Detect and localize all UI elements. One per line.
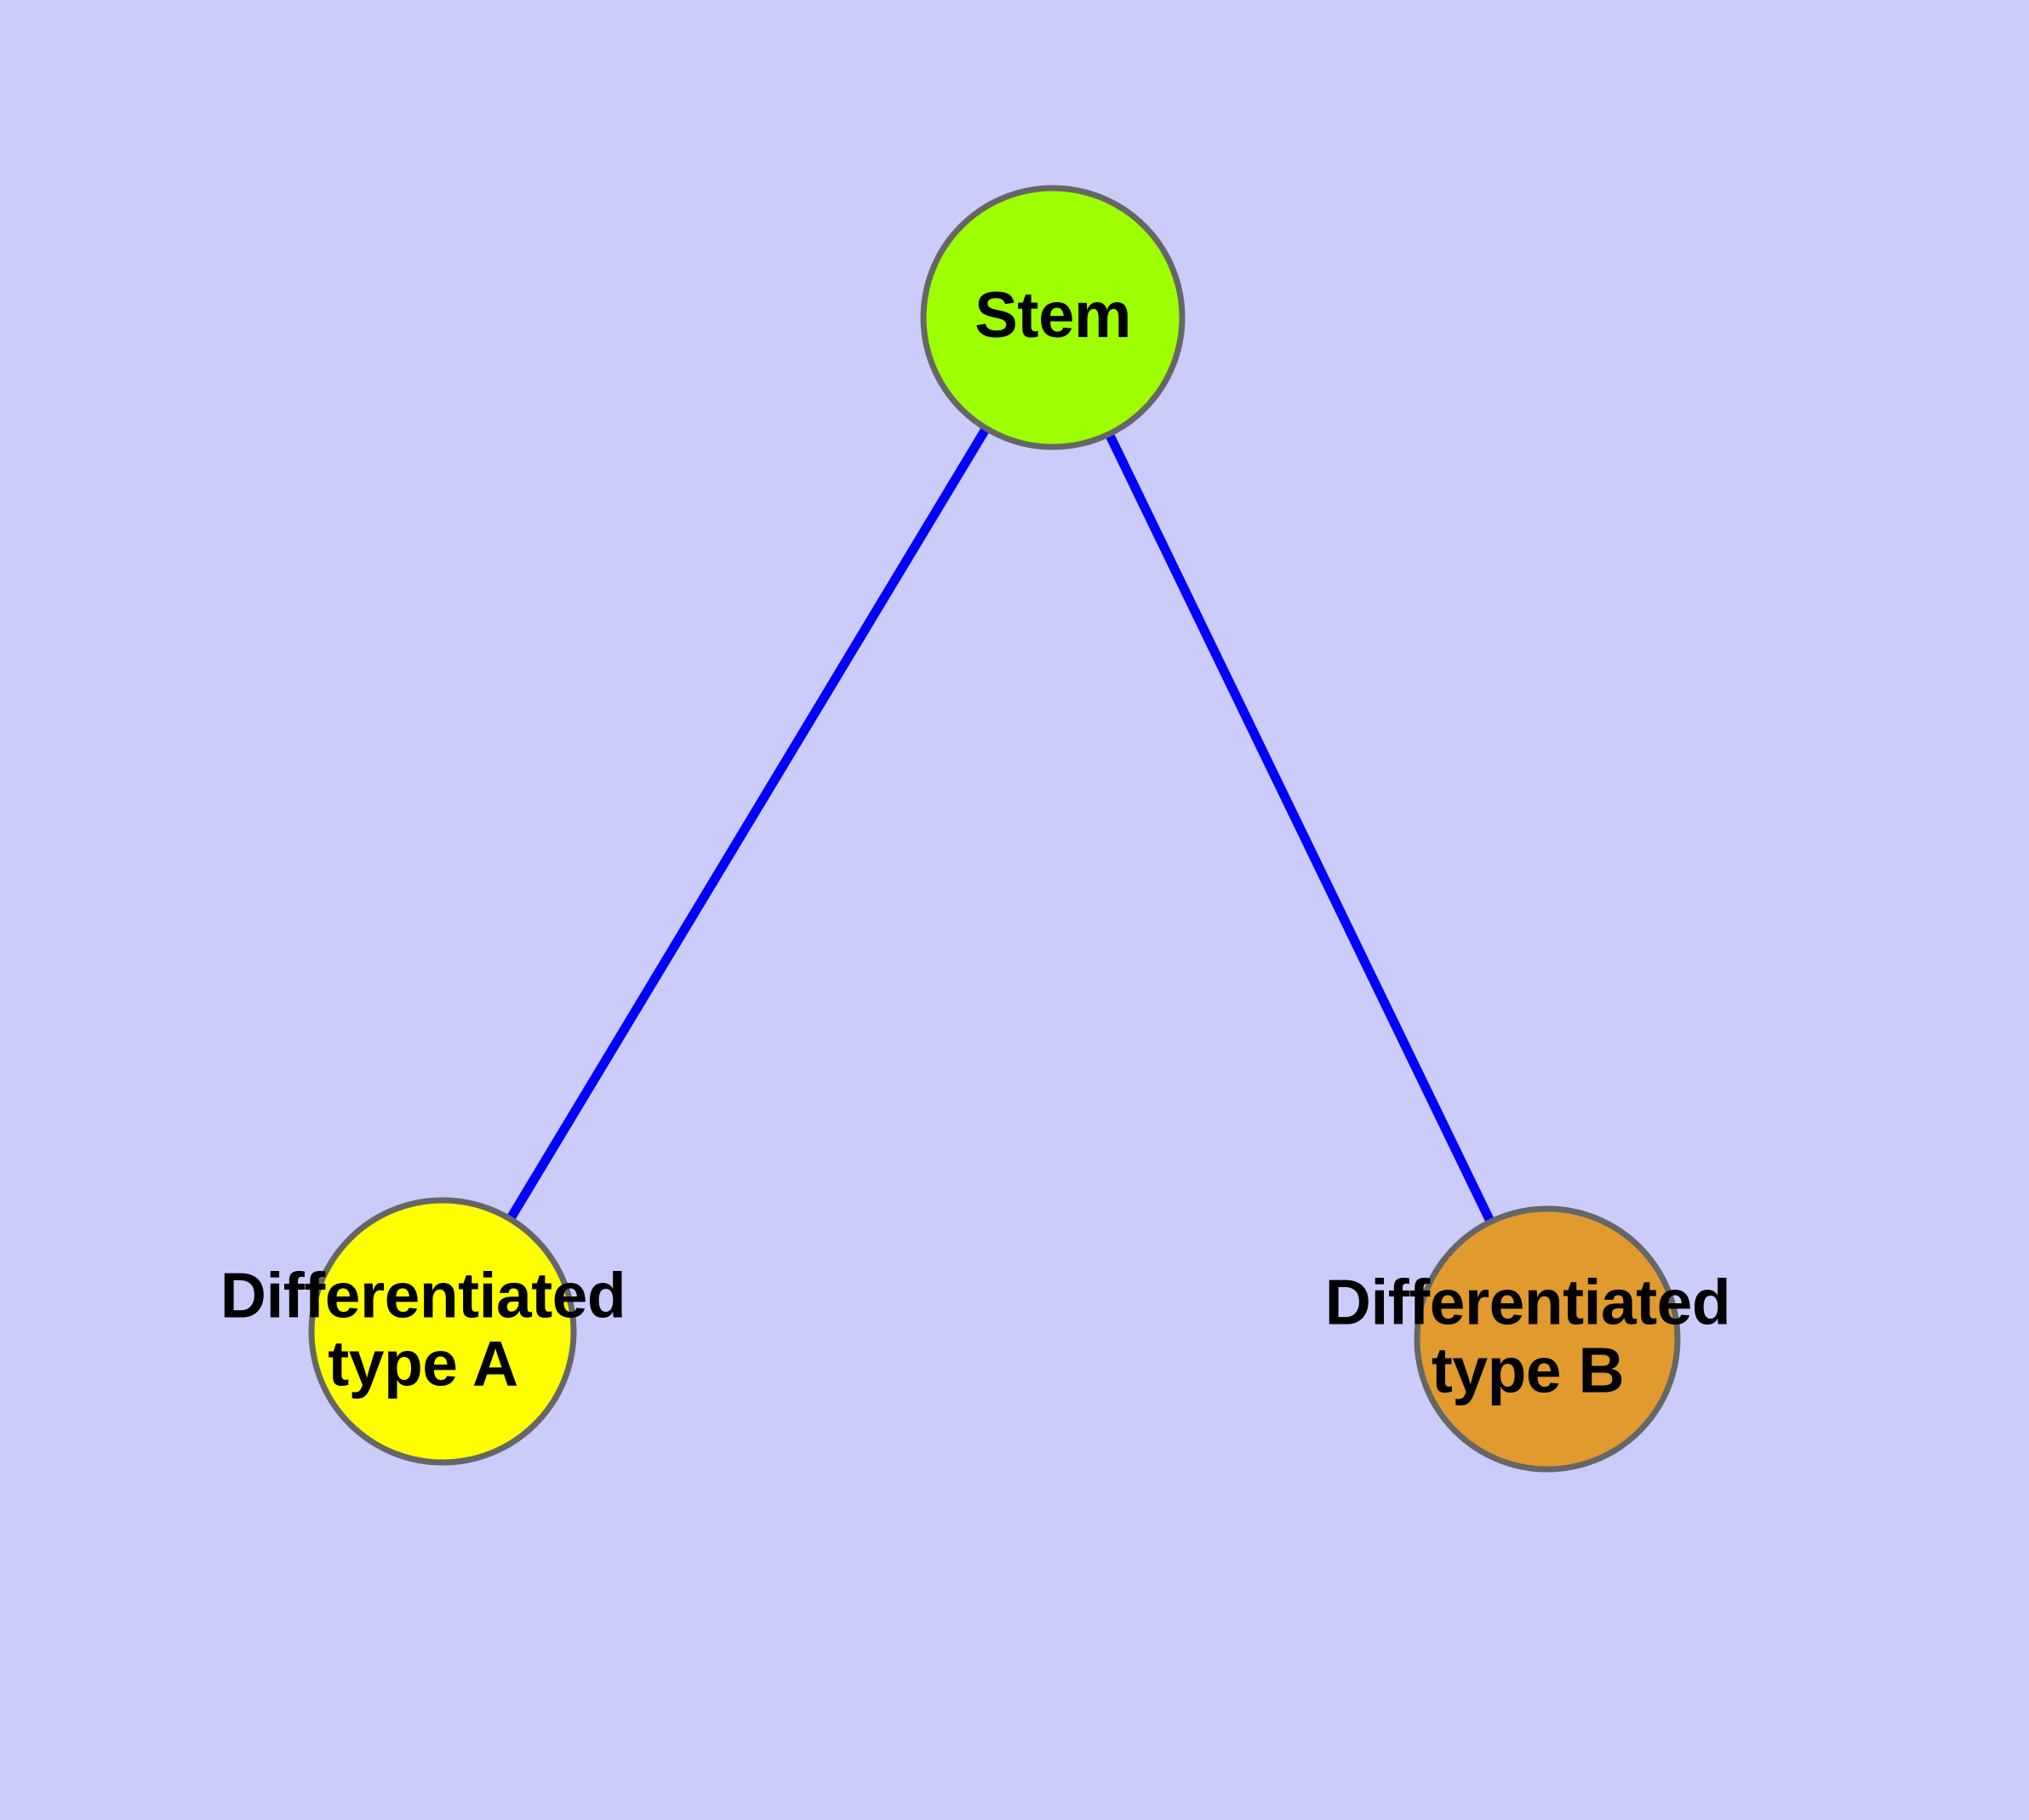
- node-label-differentiated-type-b-line-2: type B: [1431, 1334, 1625, 1405]
- node-label-stem: Stem: [974, 282, 1131, 351]
- node-differentiated-type-a[interactable]: [308, 1197, 577, 1466]
- node-differentiated-type-b[interactable]: [1414, 1205, 1681, 1473]
- edge-stem-to-differentiated-type-a: [506, 427, 990, 1221]
- node-label-differentiated-type-b-line-1: Differentiated: [1324, 1266, 1731, 1338]
- node-label-differentiated-type-a-line-2: type A: [328, 1327, 518, 1399]
- edge-layer: [506, 427, 1495, 1222]
- node-stem[interactable]: [920, 185, 1186, 450]
- node-label-differentiated-type-b: Differentiated type B: [1324, 1266, 1731, 1405]
- node-label-stem-line-1: Stem: [974, 279, 1131, 352]
- node-label-differentiated-type-a: Differentiated type A: [220, 1262, 626, 1398]
- node-label-differentiated-type-a-line-1: Differentiated: [220, 1259, 626, 1331]
- edge-stem-to-differentiated-type-b: [1106, 433, 1495, 1222]
- node-layer: [308, 185, 1681, 1473]
